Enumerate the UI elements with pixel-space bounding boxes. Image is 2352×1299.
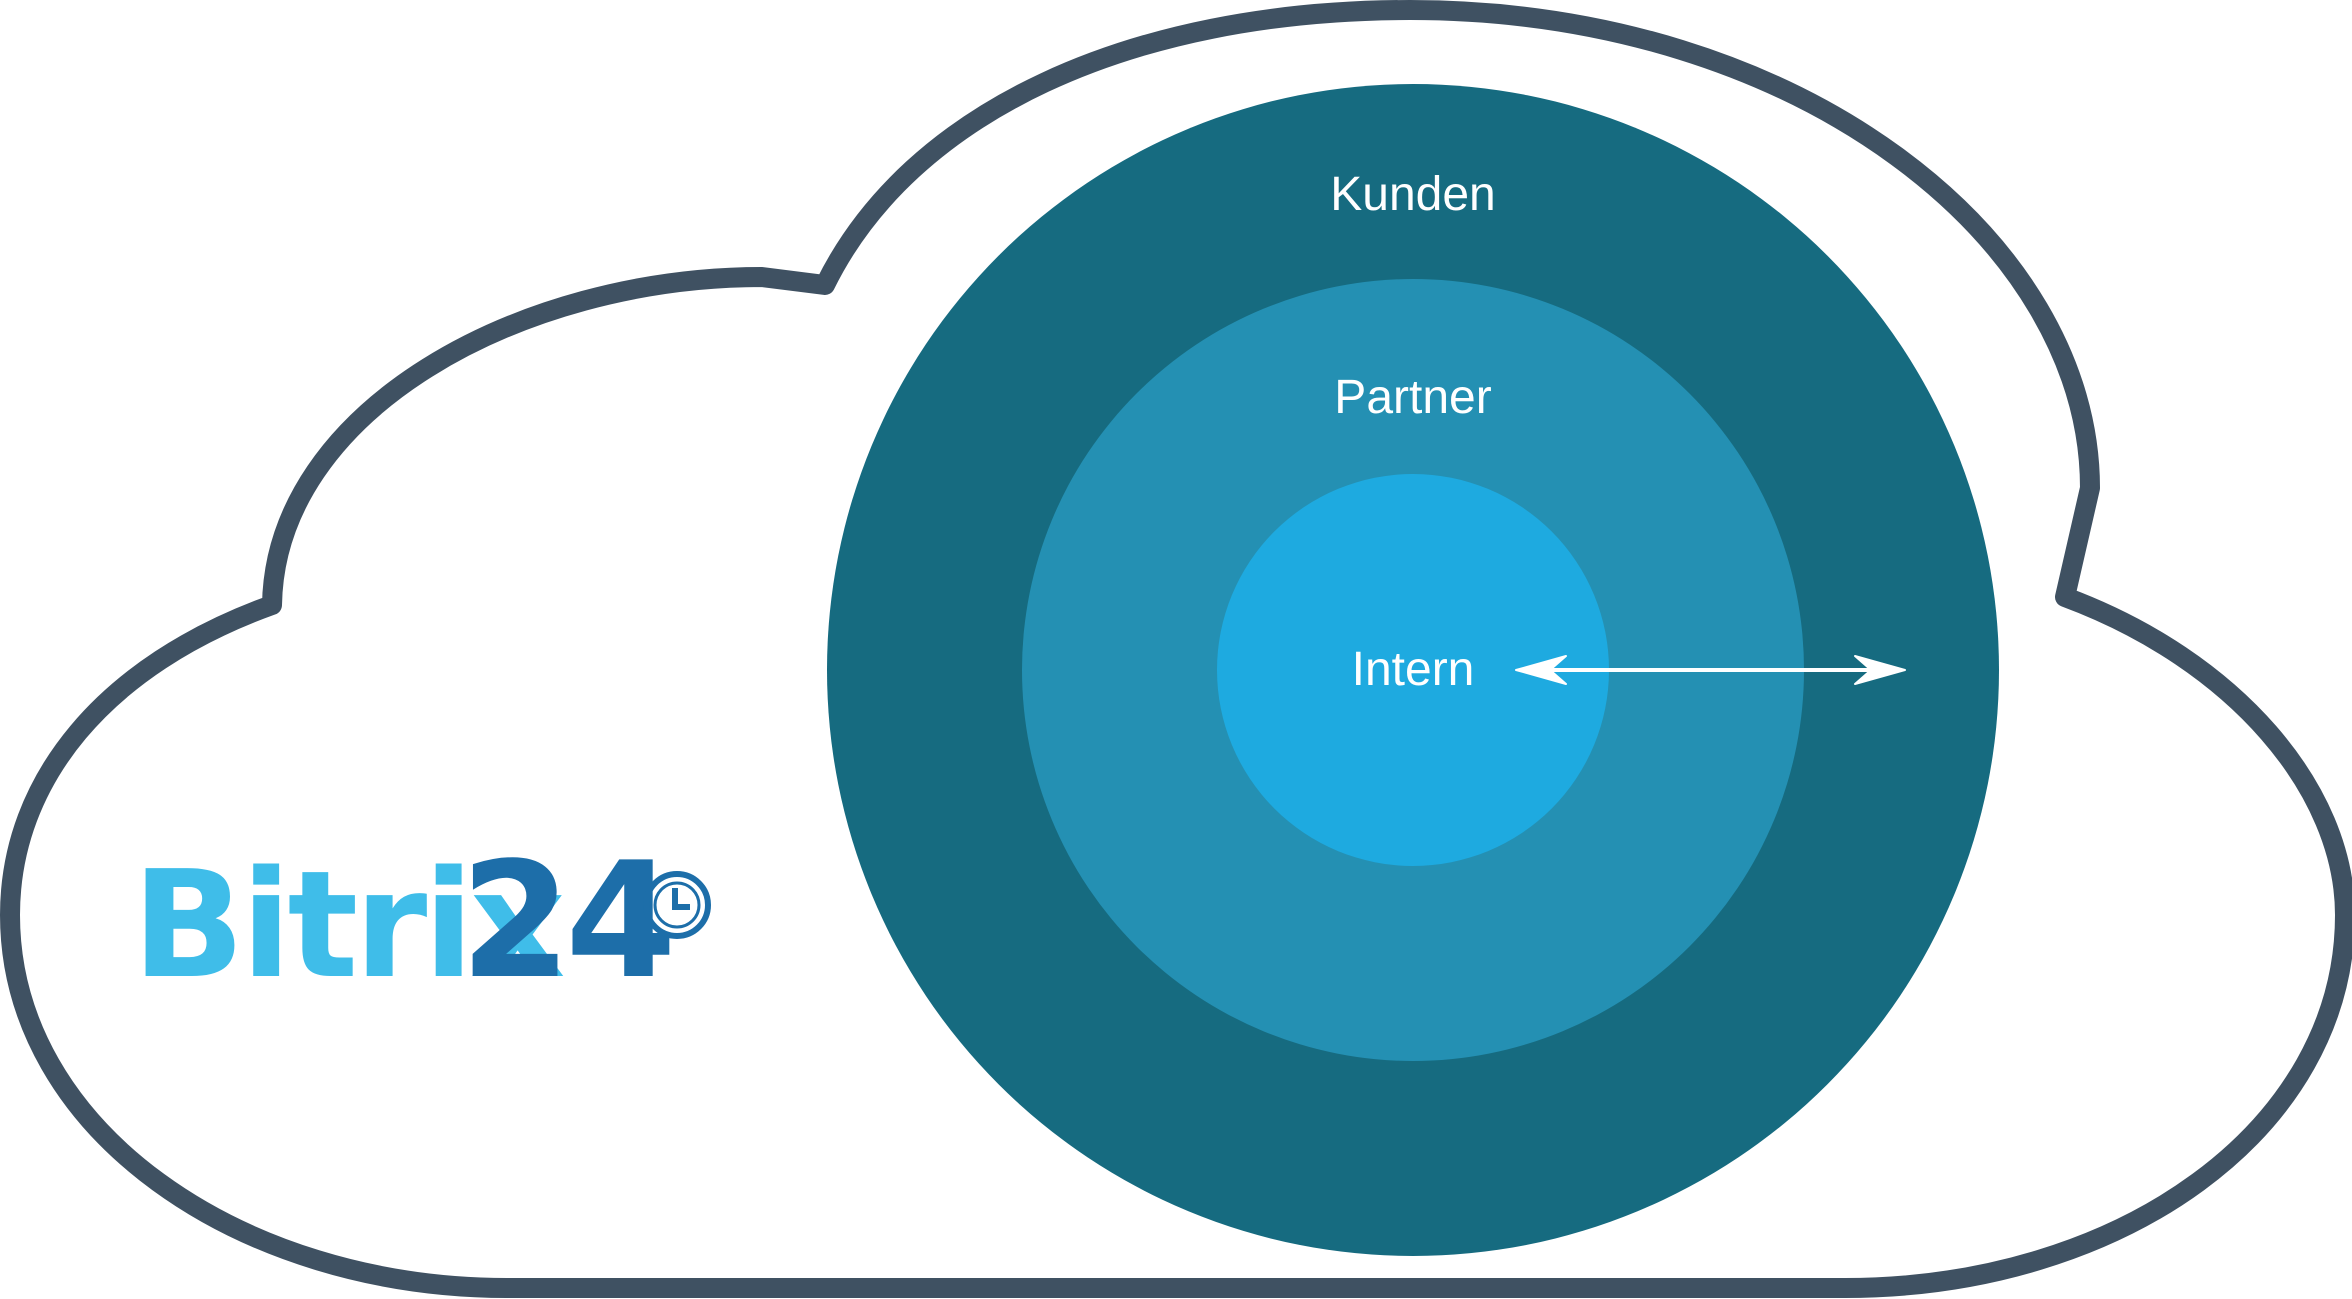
label-kunden: Kunden	[1330, 168, 1496, 221]
logo-brand-text: Bitrix	[132, 839, 564, 1011]
label-partner: Partner	[1334, 371, 1491, 424]
double-arrow-icon	[1515, 655, 1906, 685]
clock-icon	[643, 871, 711, 939]
logo-number-text: 24	[460, 827, 671, 1014]
label-intern: Intern	[1352, 643, 1475, 696]
bitrix24-logo: Bitrix 24	[132, 827, 711, 1014]
ring-inner-intern	[1217, 474, 1609, 866]
